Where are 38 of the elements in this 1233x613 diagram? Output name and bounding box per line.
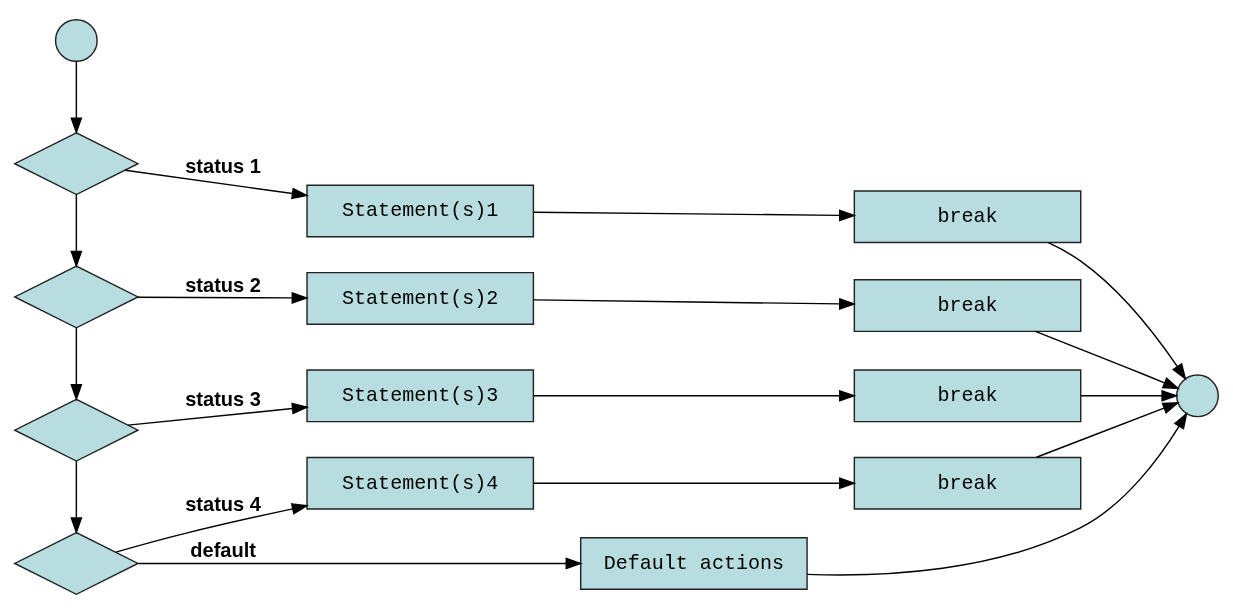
edge-label: status 4 bbox=[185, 492, 261, 515]
node-box: break bbox=[853, 456, 1082, 510]
arrow bbox=[806, 411, 1188, 576]
arrow bbox=[127, 402, 310, 426]
arrow bbox=[533, 476, 857, 489]
arrow bbox=[115, 502, 309, 553]
arrow bbox=[136, 291, 309, 304]
edge-label: status 3 bbox=[185, 387, 261, 410]
node-box: Statement(s)1 bbox=[306, 184, 535, 237]
node-diamond bbox=[13, 264, 140, 329]
node-diamond bbox=[13, 531, 140, 595]
arrow bbox=[1034, 330, 1180, 389]
node-circle bbox=[1176, 373, 1219, 417]
arrow bbox=[533, 208, 857, 221]
node-diamond bbox=[13, 398, 140, 462]
arrow bbox=[70, 60, 83, 135]
node-diamond bbox=[13, 131, 140, 195]
arrow bbox=[70, 193, 83, 268]
arrow bbox=[533, 389, 857, 402]
node-box: Statement(s)4 bbox=[306, 456, 535, 510]
edge-label: status 1 bbox=[185, 154, 261, 177]
node-box: break bbox=[853, 368, 1082, 422]
arrow bbox=[1047, 241, 1187, 380]
arrow bbox=[533, 297, 857, 310]
edge-label: status 2 bbox=[185, 273, 261, 296]
edge-label: default bbox=[190, 538, 256, 561]
arrow bbox=[137, 556, 583, 569]
arrow bbox=[70, 460, 83, 534]
node-box: Statement(s)3 bbox=[306, 368, 535, 422]
node-circle bbox=[54, 18, 98, 62]
node-box: break bbox=[853, 278, 1082, 332]
node-box: Statement(s)2 bbox=[306, 271, 535, 325]
arrow bbox=[124, 169, 309, 199]
arrow bbox=[70, 326, 83, 401]
arrow bbox=[1080, 389, 1179, 402]
node-box: break bbox=[853, 189, 1082, 243]
arrow bbox=[1035, 401, 1180, 458]
node-box: Default actions bbox=[579, 536, 808, 590]
